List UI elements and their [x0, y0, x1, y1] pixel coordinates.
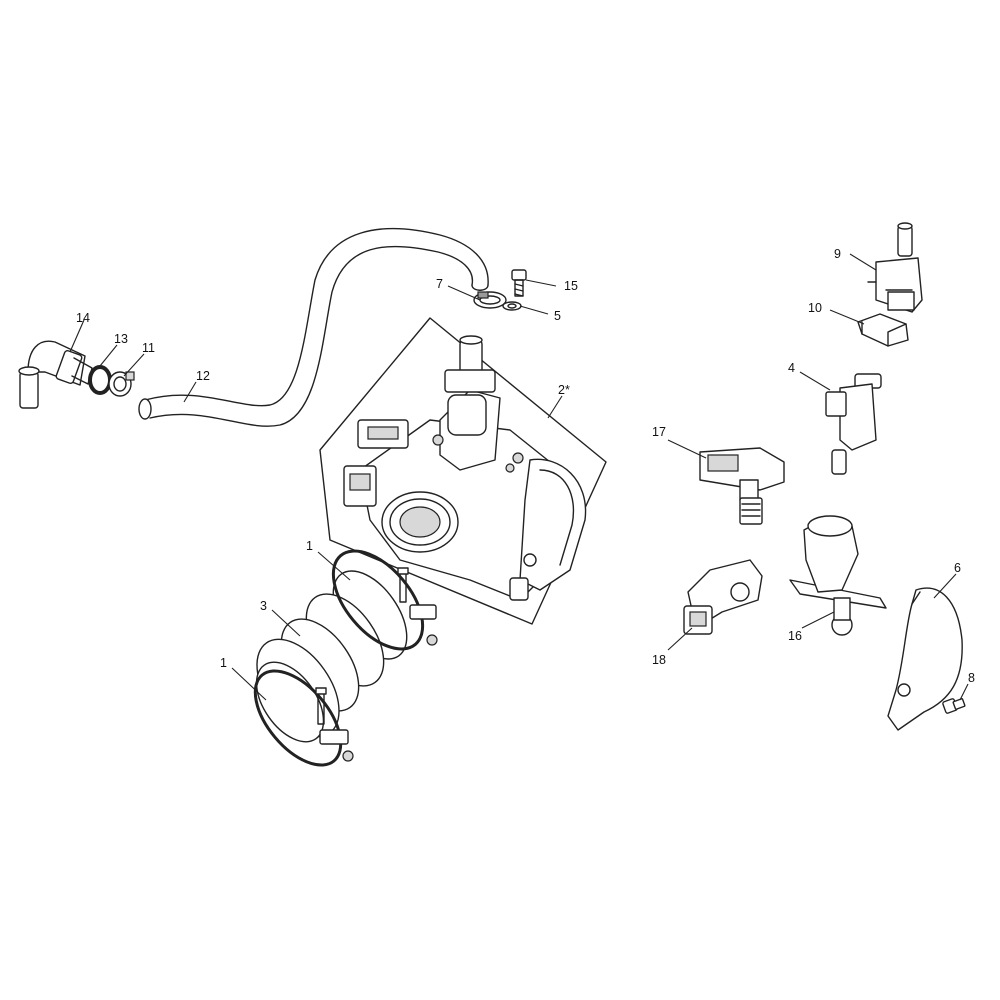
elbow-fitting-part-14 [18, 340, 93, 409]
band-clamp-part-1-upper [331, 549, 438, 651]
bolt-part-8 [942, 698, 966, 714]
callout-labels: 14 13 11 12 7 15 5 2* 1 3 1 9 10 4 17 18… [76, 247, 975, 685]
callout-12: 12 [196, 369, 210, 383]
callout-1-upper: 1 [306, 539, 313, 553]
hose-part-12 [138, 227, 489, 427]
callout-15: 15 [564, 279, 578, 293]
callout-7: 7 [436, 277, 443, 291]
callout-10: 10 [808, 301, 822, 315]
callout-14: 14 [76, 311, 90, 325]
callout-1-lower: 1 [220, 656, 227, 670]
callout-8: 8 [968, 671, 975, 685]
leader-lines [69, 253, 969, 701]
callout-13: 13 [114, 332, 128, 346]
o-ring-part-13 [88, 365, 112, 395]
callout-9: 9 [834, 247, 841, 261]
intake-boot-part-3 [255, 570, 408, 743]
callout-11: 11 [142, 341, 155, 355]
callout-5: 5 [554, 309, 561, 323]
callout-4: 4 [788, 361, 795, 375]
screw-part-15 [511, 269, 527, 297]
washer-part-5 [502, 301, 522, 311]
callout-3: 3 [260, 599, 267, 613]
callout-6: 6 [954, 561, 961, 575]
callout-16: 16 [788, 629, 802, 643]
sensor-part-18 [683, 559, 763, 635]
throttle-body-assembly-part-2 [319, 317, 607, 625]
cover-part-6 [887, 587, 963, 731]
sensor-part-9 [867, 222, 923, 313]
callout-17: 17 [652, 425, 666, 439]
callout-18: 18 [652, 653, 666, 667]
hose-clamp-part-11 [108, 371, 135, 397]
bracket-part-10 [857, 313, 909, 347]
injector-part-4 [825, 373, 882, 475]
callout-2: 2* [558, 383, 570, 397]
sensor-part-17 [699, 447, 785, 525]
idle-valve-part-16 [789, 515, 887, 636]
band-clamp-part-1-lower [253, 669, 354, 767]
